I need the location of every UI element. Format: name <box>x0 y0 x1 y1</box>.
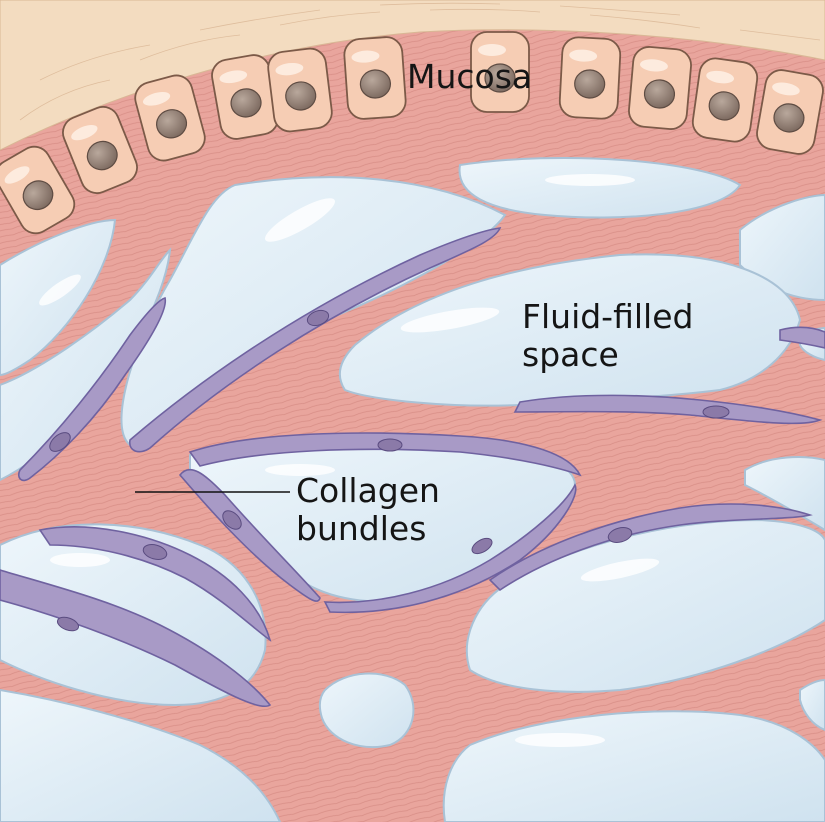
mucosa-cell-icon <box>558 36 622 120</box>
label-collagen-line1: Collagen <box>296 471 440 510</box>
mucosa-cells <box>0 31 824 235</box>
label-collagen-bundles: Collagen bundles <box>296 472 440 548</box>
mucosa-cell-icon <box>691 57 759 143</box>
mucosa-nucleus <box>484 63 516 93</box>
mucosa-nucleus <box>574 69 606 99</box>
mucosa-cell-icon <box>470 31 530 113</box>
mucosa-surface-texture <box>19 2 821 121</box>
mucosa-nucleus <box>643 79 676 109</box>
fluid-space <box>744 456 825 532</box>
mucosa-cell-icon <box>211 54 279 140</box>
label-fluid-line2: space <box>522 335 619 374</box>
mucosa-cell-icon <box>628 46 692 130</box>
fibroblast-cell-icon <box>779 326 825 349</box>
mucosa-cell-icon <box>343 36 407 120</box>
fluid-highlights <box>39 174 660 747</box>
fibroblast-cell-icon <box>178 468 321 602</box>
mucosa-nucleus <box>359 69 392 99</box>
fibroblast-cell-icon <box>488 503 813 592</box>
fibroblast-cell-icon <box>323 483 577 614</box>
mucosa-nucleus <box>285 81 317 111</box>
fibroblast-cell-icon <box>188 432 582 477</box>
fluid-space <box>338 253 802 407</box>
fibroblast-cell-icon <box>513 394 823 425</box>
mucosa-nucleus <box>156 109 188 139</box>
mucosa-cell-icon <box>756 69 824 155</box>
fluid-space <box>458 156 742 219</box>
fibroblast-cell-icon <box>0 569 272 708</box>
mucosa-nucleus <box>22 180 54 211</box>
fibroblast-cell-icon <box>129 227 502 453</box>
fluid-space <box>465 518 825 693</box>
mucosa-cell-icon <box>134 74 206 162</box>
mucosa-nucleus <box>230 88 262 118</box>
mucosa-cell-icon <box>62 105 138 195</box>
mucosa-nucleus <box>708 91 740 121</box>
label-collagen-line2: bundles <box>296 509 427 548</box>
fibroblast-cells <box>0 227 825 708</box>
mucosa-cell-icon <box>0 145 76 235</box>
fibroblast-nuclei <box>49 309 730 632</box>
fluid-space <box>799 678 825 732</box>
fluid-space <box>0 688 282 822</box>
mucosa-nucleus <box>86 140 118 171</box>
fibroblast-cell-icon <box>17 297 167 482</box>
mucosa-surface <box>0 0 825 151</box>
fluid-space <box>318 672 415 748</box>
label-fluid-filled-space: Fluid-filled space <box>522 298 693 374</box>
label-mucosa: Mucosa <box>407 57 533 96</box>
label-fluid-line1: Fluid-filled <box>522 297 694 336</box>
mucosa-cell-icon <box>267 47 333 133</box>
mucosa-nucleus <box>773 103 805 133</box>
